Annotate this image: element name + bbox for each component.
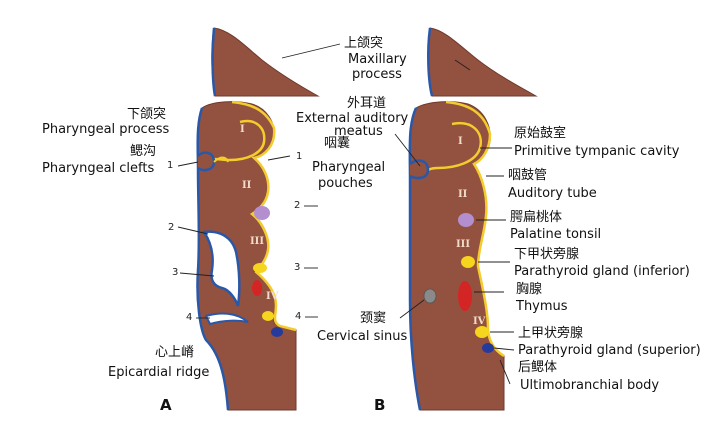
thymus-cn: 胸腺 <box>516 282 543 297</box>
thymus-en: Thymus <box>516 299 568 314</box>
parathyroid-inferior-b <box>461 256 475 268</box>
parathyroid-superior-a <box>262 311 274 321</box>
cervical-sinus-b <box>423 288 437 304</box>
endoderm-outline-b <box>445 100 505 358</box>
arch-II-b: II <box>458 189 468 200</box>
maxillary-en-1: Maxillary <box>348 52 407 67</box>
maxillary-cn: 上颌突 <box>344 36 384 51</box>
cleft-4-a <box>204 312 249 326</box>
pouch-number-4: 4 <box>295 311 302 322</box>
panel-b-label: B <box>374 396 386 414</box>
arch-II-a: II <box>242 180 252 191</box>
ectoderm-outline-b <box>408 107 422 411</box>
cleft-number-2: 2 <box>168 222 175 233</box>
arch-I-b: I <box>458 136 463 147</box>
pharyngeal-process-en: Pharyngeal process <box>42 122 170 137</box>
auditory-tube-en: Auditory tube <box>508 186 597 201</box>
maxillary-en-2: process <box>352 67 402 82</box>
tonsil-a <box>254 206 270 220</box>
pharyngeal-clefts-en: Pharyngeal clefts <box>42 161 155 176</box>
ultimobranchial-b <box>482 343 494 353</box>
auditory-tube-cn: 咽鼓管 <box>508 168 548 183</box>
panel-a-label: A <box>160 396 172 414</box>
maxillary-process-b <box>427 27 538 97</box>
parathyroid-superior-en: Parathyroid gland (superior) <box>518 343 701 358</box>
pharyngeal-process-cn: 下颌突 <box>127 107 167 122</box>
parathyroid-inferior-a <box>253 263 267 273</box>
leader-lines-b <box>394 59 515 385</box>
cleft-1-a <box>197 151 216 172</box>
cervical-sinus-en: Cervical sinus <box>317 329 408 344</box>
ultimobranchial-cn: 后鳃体 <box>518 360 558 375</box>
endoderm-outline-a <box>231 100 297 332</box>
pouch-number-3: 3 <box>294 262 301 273</box>
arch-I-a: I <box>240 124 245 135</box>
external-meatus-cn: 外耳道 <box>347 96 387 111</box>
parathyroid-superior-cn: 上甲状旁腺 <box>518 326 584 341</box>
cleft-1-pocket-a <box>213 156 229 163</box>
ultimobranchial-a <box>271 327 283 337</box>
cleft-number-3: 3 <box>172 267 179 278</box>
ultimobranchial-en: Ultimobranchial body <box>520 378 660 393</box>
pharyngeal-pouches-cn: 咽囊 <box>324 136 351 151</box>
parathyroid-superior-b <box>475 326 489 338</box>
cleft-number-4: 4 <box>186 312 193 323</box>
arch-III-b: III <box>456 239 471 250</box>
pouch-number-2: 2 <box>294 200 301 211</box>
palatine-tonsil-cn: 腭扁桃体 <box>510 210 563 225</box>
leader-lines-a <box>177 43 341 319</box>
ectoderm-outline-a <box>196 107 230 411</box>
thymus-b <box>458 281 472 311</box>
pharyngeal-pouches-en-2: pouches <box>318 176 373 191</box>
maxillary-process-b-outline <box>427 27 434 97</box>
cervical-sinus-cn: 颈窦 <box>360 311 387 326</box>
pharyngeal-clefts-cn: 鳃沟 <box>130 144 157 159</box>
tympanic-cavity-en: Primitive tympanic cavity <box>514 144 680 159</box>
arch-III-a: III <box>250 236 265 247</box>
maxillary-process-a <box>211 27 320 97</box>
arch-IV-a: IV <box>266 291 279 302</box>
thymus-a <box>252 280 262 296</box>
palatine-tonsil-en: Palatine tonsil <box>510 227 602 242</box>
pouch-number-1: 1 <box>296 151 303 162</box>
external-meatus-en-2: meatus <box>334 124 383 139</box>
cervical-cleft-a <box>201 230 241 307</box>
parathyroid-inferior-en: Parathyroid gland (inferior) <box>514 264 690 279</box>
epicardial-ridge-cn: 心上嵴 <box>155 345 195 360</box>
maxillary-process-a-outline <box>211 27 217 97</box>
tympanic-cavity-cn: 原始鼓室 <box>514 126 567 141</box>
external-meatus-b <box>409 159 430 180</box>
cleft-number-1: 1 <box>167 160 174 171</box>
epicardial-ridge-en: Epicardial ridge <box>108 365 210 380</box>
arch-IV-b: IV <box>473 316 486 327</box>
parathyroid-inferior-cn: 下甲状旁腺 <box>514 247 580 262</box>
external-meatus-en-1: External auditory <box>296 111 409 126</box>
tonsil-b <box>458 213 474 227</box>
pharyngeal-pouches-en-1: Pharyngeal <box>312 160 386 175</box>
